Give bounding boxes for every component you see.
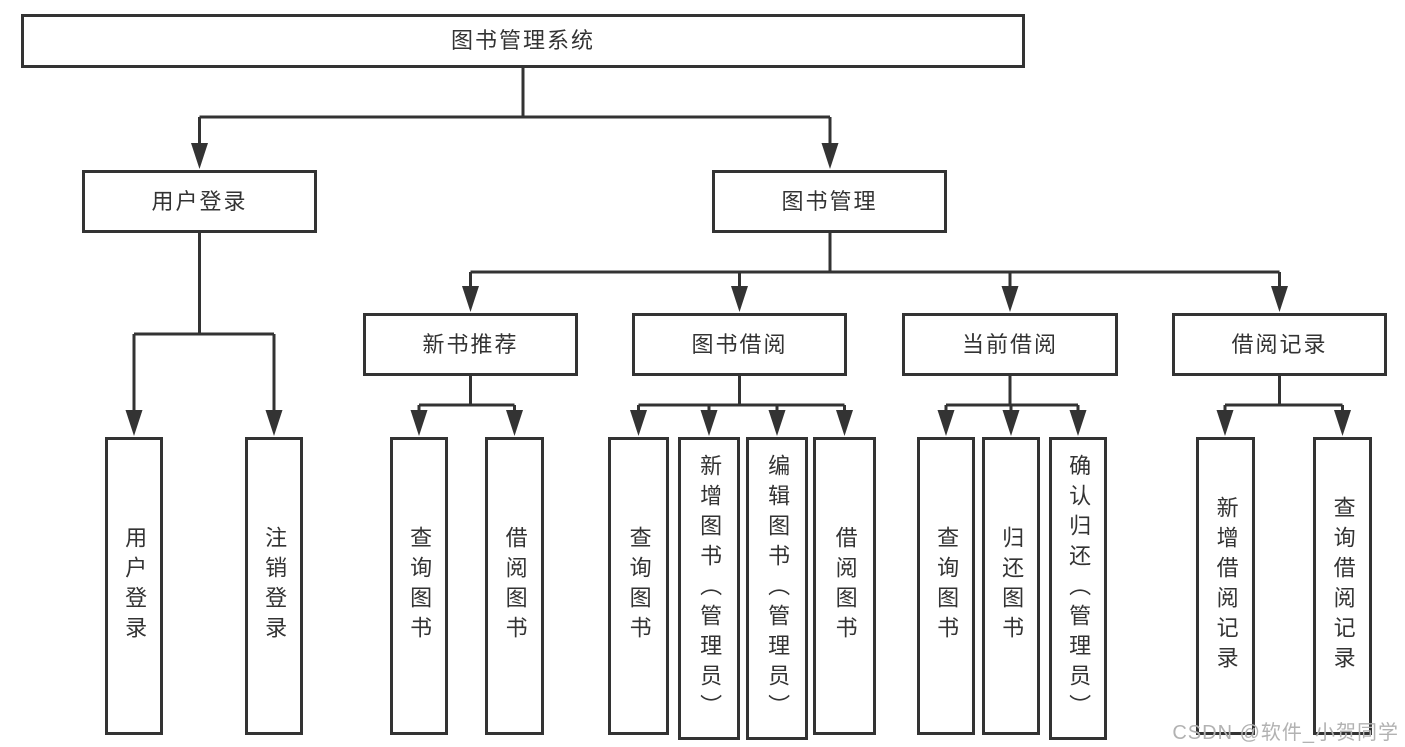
arrowhead bbox=[1002, 410, 1020, 436]
node-cb-confirm-return-admin: 确认归还（管理员） bbox=[1049, 437, 1107, 740]
arrowhead bbox=[630, 410, 647, 436]
arrowhead bbox=[937, 410, 955, 436]
node-label: 图书借阅 bbox=[691, 331, 788, 357]
node-library-system: 图书管理系统 bbox=[21, 14, 1025, 68]
node-nb-query-books: 查询图书 bbox=[390, 437, 448, 735]
node-label: 图书管理系统 bbox=[450, 28, 595, 53]
node-label: 查询图书 bbox=[934, 526, 960, 646]
node-bb-add-books-admin: 新增图书（管理员） bbox=[678, 437, 740, 740]
arrowhead bbox=[506, 410, 523, 436]
arrowhead bbox=[1216, 410, 1234, 436]
connector-current-borrowing-children bbox=[937, 376, 1087, 436]
arrowhead bbox=[768, 410, 786, 436]
node-bb-borrow-books: 借阅图书 bbox=[813, 437, 876, 735]
node-user-login-action: 用户登录 bbox=[105, 437, 163, 735]
node-label: 用户登录 bbox=[151, 188, 248, 214]
connector-book-management-children bbox=[462, 233, 1288, 312]
node-bb-edit-books-admin: 编辑图书（管理员） bbox=[746, 437, 808, 740]
arrowhead bbox=[836, 410, 853, 436]
arrowhead bbox=[1069, 410, 1087, 436]
node-book-borrowing: 图书借阅 bbox=[632, 313, 847, 376]
node-current-borrowing: 当前借阅 bbox=[902, 313, 1118, 376]
node-user-login: 用户登录 bbox=[82, 170, 317, 233]
node-borrowing-records: 借阅记录 bbox=[1172, 313, 1387, 376]
connector-borrowing-records-children bbox=[1216, 376, 1351, 436]
arrowhead bbox=[410, 410, 428, 436]
csdn-watermark: CSDN @软件_小贺同学 bbox=[1172, 722, 1399, 744]
node-nb-borrow-books: 借阅图书 bbox=[485, 437, 544, 735]
node-cb-return-books: 归还图书 bbox=[982, 437, 1040, 735]
node-br-query-record: 查询借阅记录 bbox=[1313, 437, 1372, 735]
node-label: 注销登录 bbox=[262, 526, 288, 646]
node-label: 借阅记录 bbox=[1231, 331, 1328, 357]
node-label: 借阅图书 bbox=[832, 526, 858, 646]
arrowhead bbox=[1271, 286, 1288, 312]
connector-new-book-children bbox=[410, 376, 523, 436]
node-label: 查询图书 bbox=[626, 526, 652, 646]
node-label: 编辑图书（管理员） bbox=[765, 453, 791, 724]
arrowhead bbox=[191, 143, 208, 169]
node-label: 当前借阅 bbox=[961, 331, 1058, 357]
arrowhead bbox=[821, 143, 839, 169]
node-label: 归还图书 bbox=[999, 526, 1025, 646]
arrowhead bbox=[1334, 410, 1351, 436]
node-cb-query-books: 查询图书 bbox=[917, 437, 975, 735]
arrowhead bbox=[731, 286, 748, 312]
node-label: 图书管理 bbox=[781, 188, 878, 214]
arrowhead bbox=[125, 410, 143, 436]
connector-user-login-children bbox=[125, 233, 283, 436]
node-label: 用户登录 bbox=[122, 526, 148, 646]
connector-book-borrowing-children bbox=[630, 376, 853, 436]
node-label: 新增借阅记录 bbox=[1213, 496, 1239, 676]
node-label: 查询图书 bbox=[407, 526, 433, 646]
node-bb-query-books: 查询图书 bbox=[608, 437, 669, 735]
node-label: 查询借阅记录 bbox=[1330, 496, 1356, 676]
arrowhead bbox=[700, 410, 718, 436]
node-logout: 注销登录 bbox=[245, 437, 303, 735]
node-label: 新增图书（管理员） bbox=[697, 453, 723, 724]
node-new-book-recommend: 新书推荐 bbox=[363, 313, 578, 376]
node-label: 新书推荐 bbox=[422, 331, 519, 357]
arrowhead bbox=[265, 410, 283, 436]
connector-root-to-level2 bbox=[191, 67, 839, 169]
node-book-management: 图书管理 bbox=[712, 170, 947, 233]
node-br-add-record: 新增借阅记录 bbox=[1196, 437, 1255, 735]
arrowhead bbox=[1001, 286, 1019, 312]
node-label: 借阅图书 bbox=[502, 526, 528, 646]
node-label: 确认归还（管理员） bbox=[1066, 453, 1092, 724]
arrowhead bbox=[462, 286, 479, 312]
